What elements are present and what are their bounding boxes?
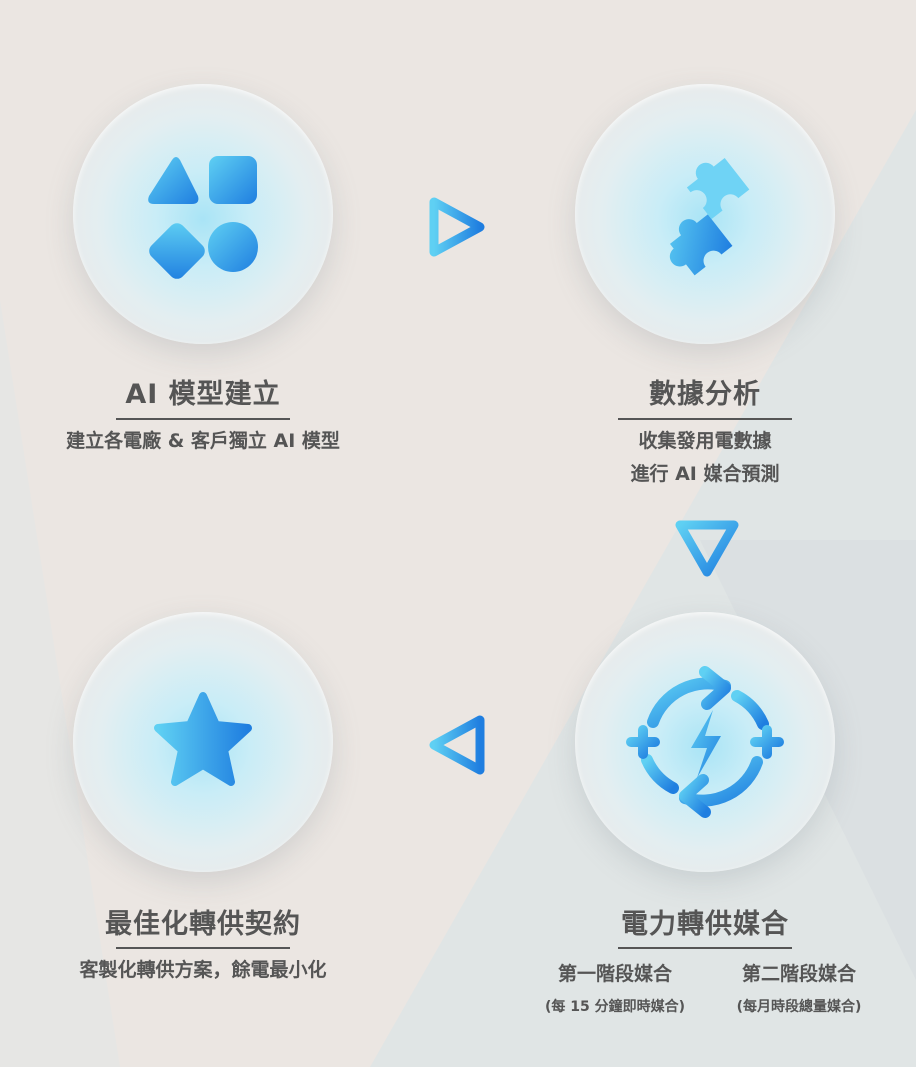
phase-2-label: 第二階段媒合	[741, 963, 856, 985]
step-4-description: 客製化轉供方案，餘電最小化	[79, 959, 327, 981]
phase-2-note: (每月時段總量媒合)	[736, 999, 862, 1015]
arrow-right-icon	[429, 197, 485, 257]
step-1-description: 建立各電廠 & 客戶獨立 AI 模型	[66, 430, 340, 452]
step-3-divider	[618, 947, 792, 949]
step-4-divider	[116, 947, 290, 949]
star-icon	[154, 692, 252, 786]
arrow-down-icon	[675, 520, 739, 577]
phase-1-label: 第一階段媒合	[557, 963, 672, 985]
shapes-icon	[148, 156, 258, 279]
step-2-description-line-1: 收集發用電數據	[638, 430, 772, 452]
step-3-circle	[575, 612, 835, 872]
step-1-divider	[116, 418, 290, 420]
step-1-title: AI 模型建立	[125, 379, 281, 410]
step-1-circle	[73, 84, 333, 344]
step-4-title: 最佳化轉供契約	[105, 909, 301, 940]
step-2-circle	[575, 84, 835, 344]
step-2-description-line-2: 進行 AI 媒合預測	[630, 463, 780, 485]
arrow-left-icon	[429, 715, 485, 775]
step-2-divider	[618, 418, 792, 420]
step-4-circle	[73, 612, 333, 872]
step-3-title: 電力轉供媒合	[621, 909, 789, 940]
puzzle-icon	[669, 158, 750, 276]
phase-1-note: (每 15 分鐘即時媒合)	[544, 999, 686, 1015]
energy-cycle-icon	[626, 666, 784, 818]
step-2-title: 數據分析	[649, 379, 761, 410]
